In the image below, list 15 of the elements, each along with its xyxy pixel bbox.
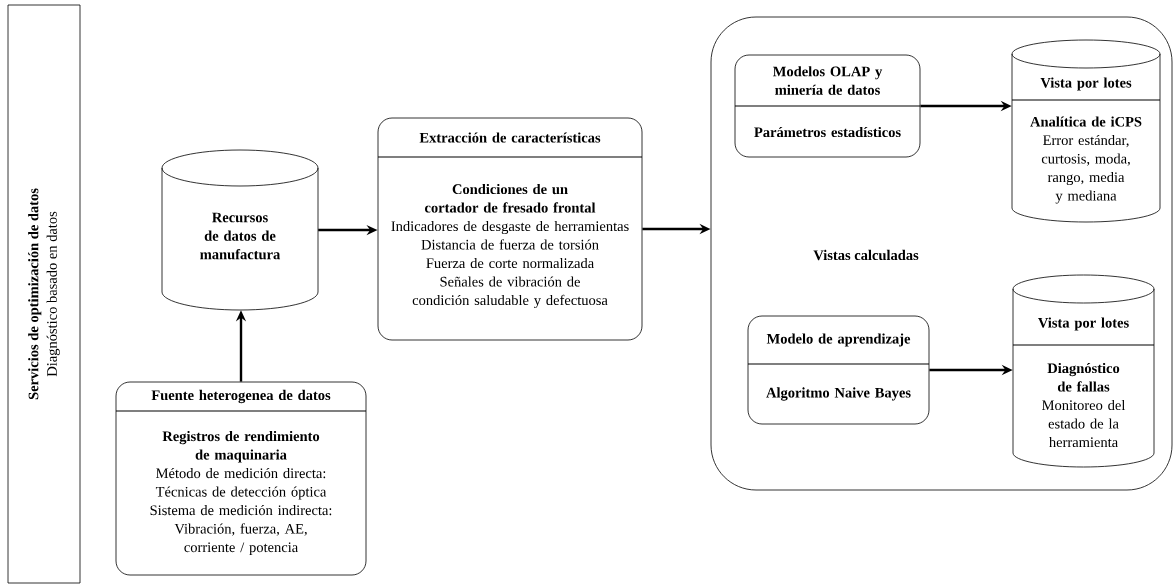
database-cylinder: Vista por lotes Diagnóstico de fallas Monitoreo del estado de la herramienta: [1012, 274, 1155, 468]
node-label: Vista por lotes: [1038, 317, 1129, 331]
side-band: Servicios de optimización de datos Diagnóstico basado en datos: [7, 4, 81, 584]
process-box: Modelo de aprendizaje Algoritmo Naive Bayes: [747, 315, 930, 425]
node-label: Analítica de iCPS: [1030, 116, 1142, 127]
database-cylinder: Recursos de datos de manufactura: [161, 149, 319, 311]
process-box: Fuente heterogenea de datos Registros de rendimiento de maquinaria Método de medición directa: Técnicas de detección óptica Sistema de medición indirecta: Vibración, fuerza, AE, corriente / potencia: [115, 381, 367, 576]
process-box: Modelos OLAP y minería de datos Parámetros estadísticos: [734, 54, 921, 158]
node-label: Vista por lotes: [1040, 77, 1132, 91]
node-label: Diagnóstico de fallas: [1047, 362, 1120, 392]
node-label: Monitoreo del estado de la herramienta: [1042, 399, 1126, 448]
node-label: Recursos de datos de manufactura: [200, 212, 281, 260]
process-box: Extracción de características Condiciones de un cortador de fresado frontal Indicadores de desgaste de herramientas Distancia de fuerza de torsión Fuerza de corte normalizada Señales de vibración de condición saludable y defectuosa: [377, 117, 643, 341]
database-cylinder: Vista por lotes Analítica de iCPS Error estándar, curtosis, moda, rango, media y mediana: [1011, 39, 1161, 223]
node-label: Error estándar, curtosis, moda, rango, media y mediana: [1041, 134, 1130, 204]
